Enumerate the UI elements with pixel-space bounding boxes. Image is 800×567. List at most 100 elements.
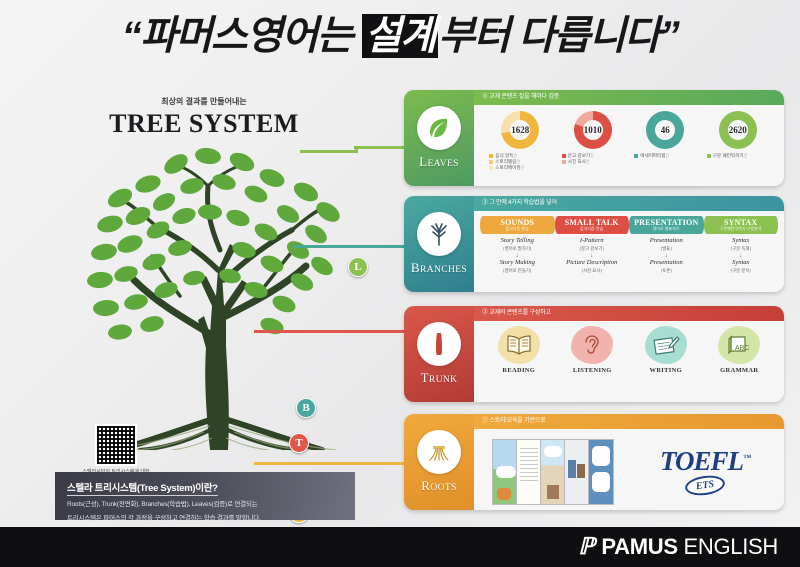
branches-columns: SOUNDS 음식다음 연습 Story Telling [영어로 말하기] ↓…	[474, 211, 784, 275]
donut-legend: 문고 감보기건 사진 묘사건	[558, 153, 628, 165]
legend-label: 스토리메이킹	[495, 165, 521, 170]
legend-label: 구문 패턴익히기	[712, 153, 744, 158]
brand-bold: PAMUS	[601, 534, 678, 559]
donut-chart: 1010	[573, 111, 612, 149]
tree-node-leaves[interactable]: L	[348, 257, 368, 277]
headline-part1: “파머스영어는	[121, 14, 362, 58]
trunk-skill-cell[interactable]: WRITING	[629, 326, 703, 374]
branch-arrow-icon: ↓	[515, 253, 519, 259]
legend-item: 스토리텔링건	[489, 159, 555, 165]
leaf-icon	[417, 106, 461, 150]
trunk-skill-label: LISTENING	[572, 367, 612, 374]
branch-step1-en: Syntax	[732, 237, 750, 244]
panel-leaves-rest: EAVES	[427, 159, 459, 169]
panel-leaves-label-area: LEAVES	[404, 90, 474, 186]
tree-system-title: 최상의 결과를 만들어내는 TREE SYSTEM	[74, 96, 334, 139]
legend-item: 음식 알득건	[489, 153, 555, 159]
branch-tag-label: SMALL TALK	[564, 218, 619, 227]
branch-column[interactable]: SMALL TALK 음식다음 연습 I-Pattern [문고 감보기] ↓ …	[554, 216, 630, 275]
branch-column[interactable]: PRESENTATION 영어로 발표하기 Presentation [발표] …	[629, 216, 704, 275]
panel-trunk-label-area: TRUNK	[404, 306, 474, 402]
panel-roots-label: ROOTS	[421, 478, 457, 494]
branch-step1-kr: [영어로 말하기]	[503, 246, 532, 251]
branch-step2-kr: [구문 분석]	[730, 268, 751, 273]
branch-step2-en: Story Making	[499, 259, 535, 266]
panel-roots-body: TOEFL™ ETS	[474, 429, 784, 510]
branch-tag-sublabel: 구문패턴익히기/구문분석	[719, 227, 762, 231]
roots-content-row: TOEFL™ ETS	[474, 429, 784, 510]
pencil-paper-icon	[644, 326, 687, 364]
branch-step2-en: Presentation	[649, 259, 683, 266]
svg-text:ABC: ABC	[735, 345, 749, 352]
branch-step2: Presentation [토론]	[629, 259, 704, 275]
panel-roots-label-area: ROOTS	[404, 414, 474, 510]
qr-code-image[interactable]	[95, 424, 137, 466]
trunk-skill-cell[interactable]: LISTENING	[556, 326, 630, 374]
branch-arrow-icon: ↓	[664, 253, 668, 259]
book-page	[588, 438, 614, 505]
tree-node-trunk[interactable]: T	[289, 433, 309, 453]
panel-branches[interactable]: BRANCHES ③ 그 안에 4가지 학습법을 넣어 SOUNDS 음식다음 …	[404, 196, 784, 292]
legend-item: 사진 묘사건	[561, 159, 628, 165]
donut-legend: 음식 알득건 스토리텔링건 스토리메이킹 건	[485, 153, 555, 171]
branch-column[interactable]: SYNTAX 구문패턴익히기/구문분석 Syntax [구문 독해] ↓ Syn…	[703, 216, 778, 275]
panel-branches-content: ③ 그 안에 4가지 학습법을 넣어 SOUNDS 음식다음 연습 Story …	[474, 196, 784, 292]
branch-step2-kr: [영어로 만들기]	[503, 268, 532, 273]
branch-tag: SOUNDS 음식다음 연습	[480, 216, 555, 234]
trunk-skill-label: WRITING	[649, 367, 682, 374]
panel-leaves-initial: L	[419, 154, 428, 169]
legend-label: 음식 알득	[495, 153, 514, 158]
branch-step1: I-Pattern [문고 감보기]	[555, 237, 630, 253]
panel-trunk[interactable]: TRUNK ② 교재의 콘텐츠를 구성하고 READING	[404, 306, 784, 402]
branch-step2: Picture Description [사진 묘사]	[555, 259, 630, 275]
pamus-logo-icon: ℙ	[578, 534, 595, 559]
footer-bar: ℙ PAMUS ENGLISH	[0, 527, 800, 567]
trunk-skill-cell[interactable]: READING	[482, 326, 556, 374]
legend-unit: 건	[585, 160, 590, 164]
book-page	[492, 438, 518, 505]
branch-column[interactable]: SOUNDS 음식다음 연습 Story Telling [영어로 말하기] ↓…	[480, 216, 555, 275]
trunk-skill-cell[interactable]: ABC GRAMMAR	[703, 326, 777, 374]
panel-roots-header: ① 스토리/교육을 기반으로	[474, 414, 784, 429]
legend-unit: 건	[590, 154, 594, 158]
panel-trunk-label: TRUNK	[421, 370, 458, 386]
donut-value: 2620	[728, 125, 747, 135]
donut-chart: 1628	[501, 111, 540, 149]
panel-branches-header: ③ 그 안에 4가지 학습법을 넣어	[474, 196, 784, 211]
panel-branches-label-area: BRANCHES	[404, 196, 474, 292]
legend-unit: 건	[665, 154, 670, 158]
panel-leaves-content: ④ 교재 콘텐츠 질을 해마다 검증 1628 음식 알득건 스토리텔링건 스토…	[474, 90, 784, 186]
donut-chart: 46	[646, 111, 685, 149]
panel-leaves[interactable]: LEAVES ④ 교재 콘텐츠 질을 해마다 검증 1628 음식 알득건 스토…	[404, 90, 784, 186]
legend-unit: 건	[513, 154, 517, 158]
toefl-wordmark: TOEFL™	[660, 445, 751, 474]
donut-cell[interactable]: 2620 구문 패턴익히기건	[703, 111, 773, 171]
ear-icon	[571, 326, 614, 364]
panel-leaves-label: LEAVES	[419, 154, 459, 170]
donut-cell[interactable]: 1628 음식 알득건 스토리텔링건 스토리메이킹 건	[485, 111, 555, 171]
legend-item: 구문 패턴익히기건	[706, 153, 773, 159]
donut-cell[interactable]: 46 에세이파티법건	[630, 111, 700, 171]
branch-tag: PRESENTATION 영어로 발표하기	[629, 216, 704, 234]
tree-node-branches[interactable]: B	[296, 398, 316, 418]
branch-step1-en: I-Pattern	[579, 237, 604, 244]
donut-cell[interactable]: 1010 문고 감보기건 사진 묘사건	[558, 111, 628, 171]
branch-step2-kr: [토론]	[660, 268, 672, 273]
book-page	[516, 438, 542, 505]
branch-tag-sublabel: 음식다음 연습	[580, 227, 604, 231]
definition-line2: 트리시스템은 파머스의 각 과정을 구성하고 연결하는 학습 결과를 말합니다.	[67, 515, 261, 522]
tree-svg	[87, 147, 340, 453]
branch-step1-kr: [문고 감보기]	[579, 246, 604, 251]
donut-legend: 에세이파티법건	[630, 153, 700, 159]
branch-tag-sublabel: 음식다음 연습	[505, 227, 529, 231]
book-page	[564, 438, 590, 505]
panel-trunk-rest: RUNK	[428, 375, 458, 385]
branch-step2-kr: [사진 묘사]	[581, 268, 602, 273]
legend-label: 에세이파티법	[640, 153, 666, 158]
tree-system-kicker: 최상의 결과를 만들어내는	[161, 97, 247, 106]
panel-trunk-content: ② 교재의 콘텐츠를 구성하고 READING	[474, 306, 784, 402]
branch-tag-label: SOUNDS	[500, 218, 535, 227]
panel-roots[interactable]: ROOTS ① 스토리/교육을 기반으로	[404, 414, 784, 510]
storybook-spread-image	[492, 435, 614, 505]
panel-trunk-body: READING LISTENING	[474, 321, 784, 402]
